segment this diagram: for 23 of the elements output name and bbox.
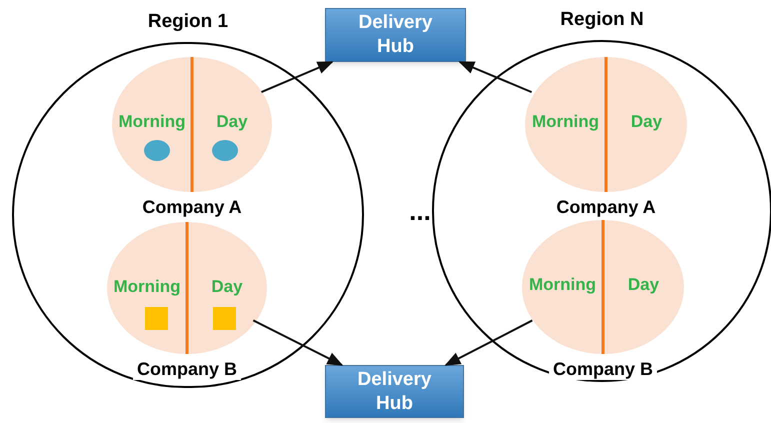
hub-box xyxy=(325,365,464,418)
time-label: Morning xyxy=(530,111,600,133)
arrow xyxy=(458,61,532,94)
region-title: Region 1 xyxy=(146,10,230,34)
hub-box xyxy=(325,8,466,62)
arrow xyxy=(261,61,334,93)
time-label: Day xyxy=(215,111,249,133)
arrow xyxy=(444,320,533,366)
time-label: Day xyxy=(626,274,660,296)
time-label: Morning xyxy=(112,276,182,298)
time-label: Day xyxy=(630,111,664,133)
hub-label: Delivery Hub xyxy=(356,368,432,416)
arrow xyxy=(252,320,344,366)
square-marker xyxy=(145,307,168,330)
time-label: Day xyxy=(210,276,244,298)
dot-marker xyxy=(212,140,238,161)
time-label: Morning xyxy=(117,111,187,133)
region-title: Region N xyxy=(559,8,645,32)
hub-label: Delivery Hub xyxy=(358,11,434,59)
square-marker xyxy=(213,307,236,330)
dot-marker xyxy=(144,140,170,161)
time-label: Morning xyxy=(528,274,598,296)
ellipsis-label: ... xyxy=(408,195,432,228)
